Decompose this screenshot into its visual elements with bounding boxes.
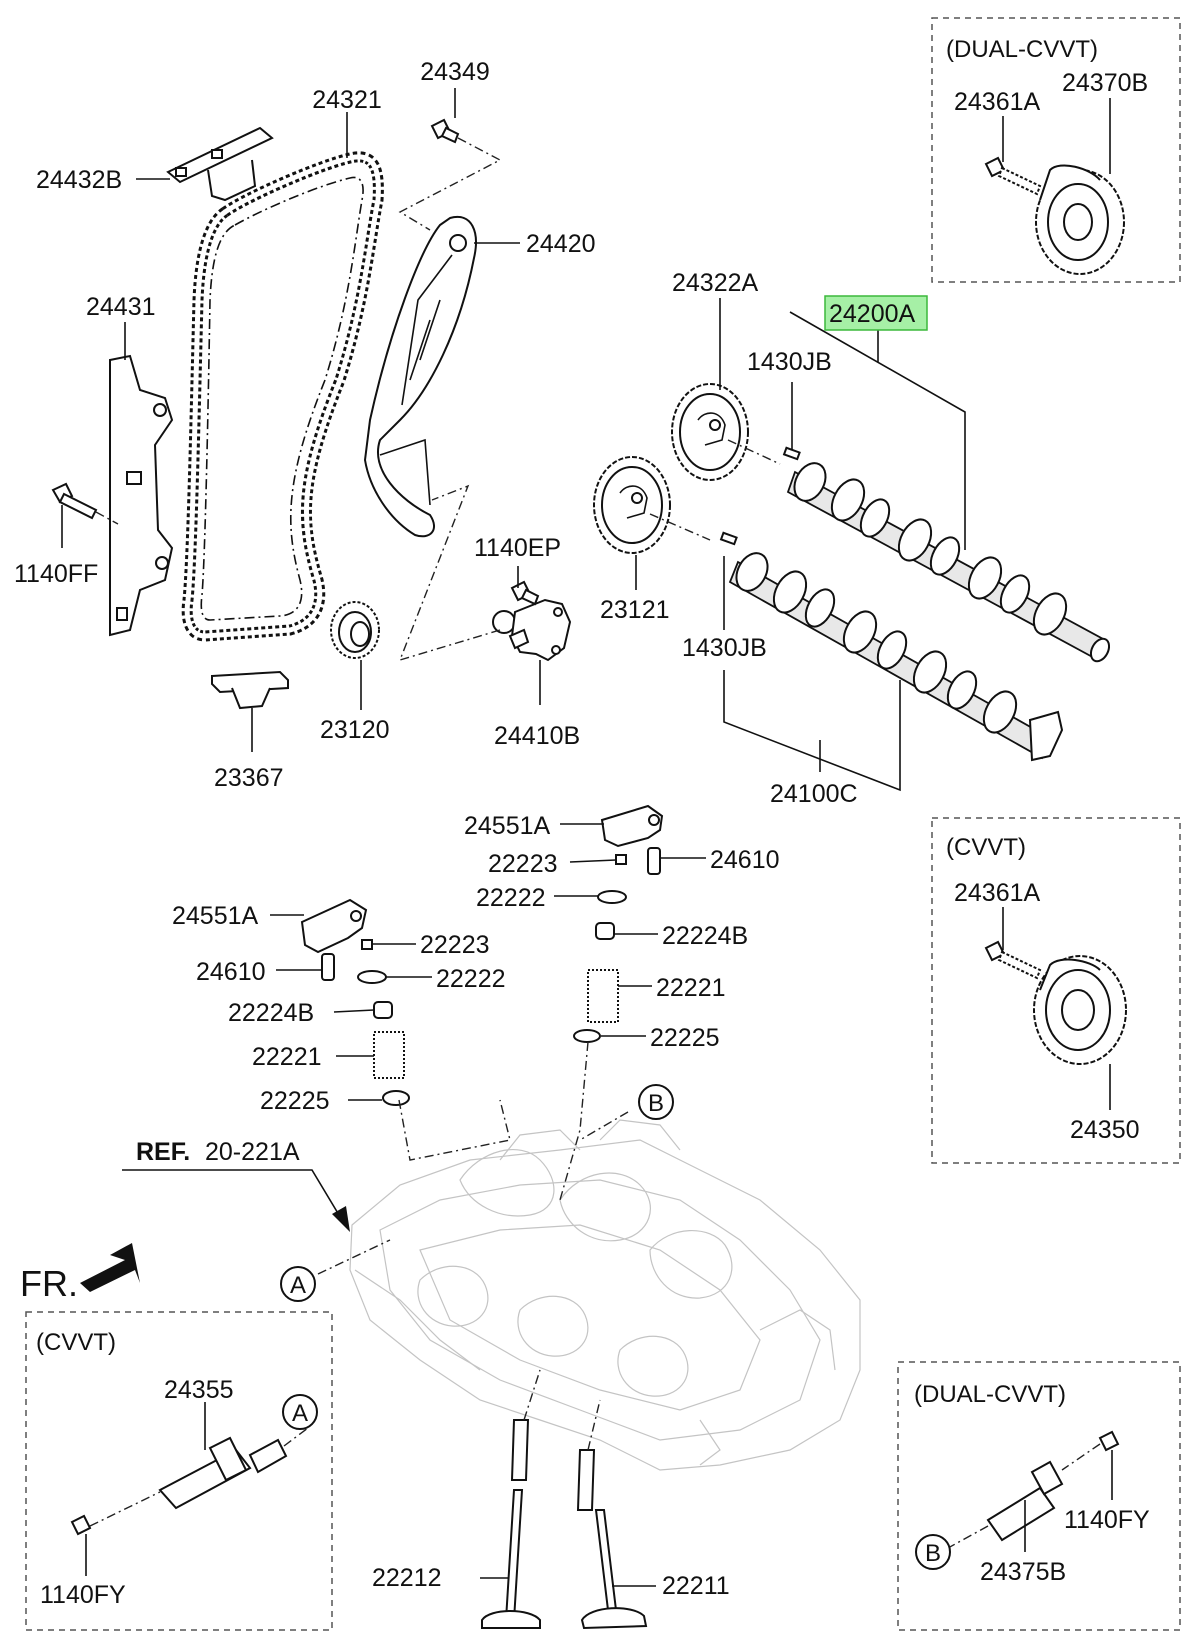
cvvt-box-left: [25, 1311, 333, 1631]
label-24610-left[interactable]: 24610: [196, 958, 266, 986]
camshaft-lower: [728, 552, 1064, 762]
valves: [481, 1419, 648, 1630]
label-22224b-left[interactable]: 22224B: [228, 999, 314, 1027]
dual-cvvt-box-top: [931, 17, 1181, 283]
cylinder-head-ghost: [349, 1119, 861, 1471]
front-label: FR.: [20, 1263, 78, 1304]
cvvt-actuator-right: [984, 940, 1127, 1065]
label-24322a[interactable]: 24322A: [672, 269, 759, 297]
label-24200a[interactable]: 24200A: [829, 300, 916, 328]
cam-sprocket-intake: [671, 383, 781, 481]
cvvt-box-right: [931, 817, 1181, 1164]
ocv-left: [70, 1427, 309, 1536]
camshaft-upper: [786, 462, 1111, 663]
label-22211[interactable]: 22211: [662, 1572, 730, 1600]
label-1430jb-bottom[interactable]: 1430JB: [682, 634, 767, 662]
marker-a-2: [282, 1394, 318, 1430]
marker-b-1-text: B: [648, 1090, 664, 1117]
marker-b-1: [638, 1084, 674, 1120]
label-24410b[interactable]: 24410B: [494, 722, 580, 750]
label-24610-top[interactable]: 24610: [710, 846, 780, 874]
label-22225-left[interactable]: 22225: [260, 1087, 330, 1115]
leader-lines: [61, 88, 1113, 1587]
label-22222-top[interactable]: 22222: [476, 884, 546, 912]
label-24350[interactable]: 24350: [1070, 1116, 1140, 1144]
label-22223-top[interactable]: 22223: [488, 850, 558, 878]
marker-a-2-text: A: [292, 1400, 308, 1427]
timing-chain: [181, 151, 384, 642]
label-23121[interactable]: 23121: [600, 596, 670, 624]
box-header-dual-cvvt-bottom: (DUAL-CVVT): [914, 1381, 1066, 1408]
label-22222-left[interactable]: 22222: [436, 965, 506, 993]
label-1140fy-right[interactable]: 1140FY: [1064, 1506, 1150, 1534]
label-23120[interactable]: 23120: [320, 716, 390, 744]
highlight-24200a: [824, 295, 928, 331]
label-24370b[interactable]: 24370B: [1062, 69, 1148, 97]
label-22225-right[interactable]: 22225: [650, 1024, 720, 1052]
label-24375b[interactable]: 24375B: [980, 1558, 1066, 1586]
cvvt-actuator-top: [984, 156, 1125, 275]
label-24321[interactable]: 24321: [312, 86, 382, 114]
label-24420[interactable]: 24420: [526, 230, 596, 258]
label-24100c[interactable]: 24100C: [770, 780, 858, 808]
label-24349[interactable]: 24349: [420, 58, 490, 86]
box-header-dual-cvvt-top: (DUAL-CVVT): [946, 36, 1098, 63]
hydraulic-tensioner: [398, 484, 572, 662]
ref-number[interactable]: 20-221A: [205, 1138, 300, 1166]
label-24361a-right[interactable]: 24361A: [954, 879, 1041, 907]
box-header-cvvt-left: (CVVT): [36, 1329, 116, 1356]
ref-leader: [122, 1169, 346, 1226]
label-1140ff[interactable]: 1140FF: [14, 560, 98, 588]
box-header-cvvt-right: (CVVT): [946, 834, 1026, 861]
label-1140ep[interactable]: 1140EP: [474, 534, 561, 562]
label-1430jb-top[interactable]: 1430JB: [747, 348, 832, 376]
label-22224b-top[interactable]: 22224B: [662, 922, 748, 950]
bolt-24349: [398, 118, 502, 231]
label-24551a-top[interactable]: 24551A: [464, 812, 551, 840]
label-24431[interactable]: 24431: [86, 293, 156, 321]
ref-bold: REF.: [136, 1138, 190, 1166]
marker-b-2-text: B: [925, 1540, 941, 1567]
bracket-24200a: [789, 311, 966, 550]
bracket-24100c: [723, 670, 901, 792]
cam-sprocket-exhaust: [593, 456, 711, 554]
label-23367[interactable]: 23367: [214, 764, 284, 792]
valve-train-left: [300, 898, 410, 1106]
marker-b-2: [915, 1534, 951, 1570]
tensioner-arm: [363, 215, 477, 538]
label-24361a-top[interactable]: 24361A: [954, 88, 1041, 116]
label-22221-right[interactable]: 22221: [656, 974, 726, 1002]
label-22221-left[interactable]: 22221: [252, 1043, 322, 1071]
oil-jet-23367: [211, 670, 289, 710]
dowel-pin-top: [782, 446, 801, 461]
label-24355[interactable]: 24355: [164, 1376, 234, 1404]
label-1140fy-left[interactable]: 1140FY: [40, 1581, 126, 1609]
front-arrow-icon: [80, 1243, 140, 1292]
crank-sprocket: [330, 601, 380, 659]
label-22223-left[interactable]: 22223: [420, 931, 490, 959]
label-24551a-left[interactable]: 24551A: [172, 902, 259, 930]
chain-guide-upper: [166, 126, 274, 202]
valve-train-right: [573, 804, 664, 1043]
ocv-right: [947, 1430, 1120, 1549]
dowel-pin-bottom: [719, 531, 738, 546]
bolt-1140ff: [51, 482, 119, 525]
marker-a-1: [280, 1266, 316, 1302]
chain-guide-left: [109, 354, 174, 637]
label-24432b[interactable]: 24432B: [36, 166, 122, 194]
marker-a-1-text: A: [290, 1272, 306, 1299]
label-22212[interactable]: 22212: [372, 1564, 442, 1592]
